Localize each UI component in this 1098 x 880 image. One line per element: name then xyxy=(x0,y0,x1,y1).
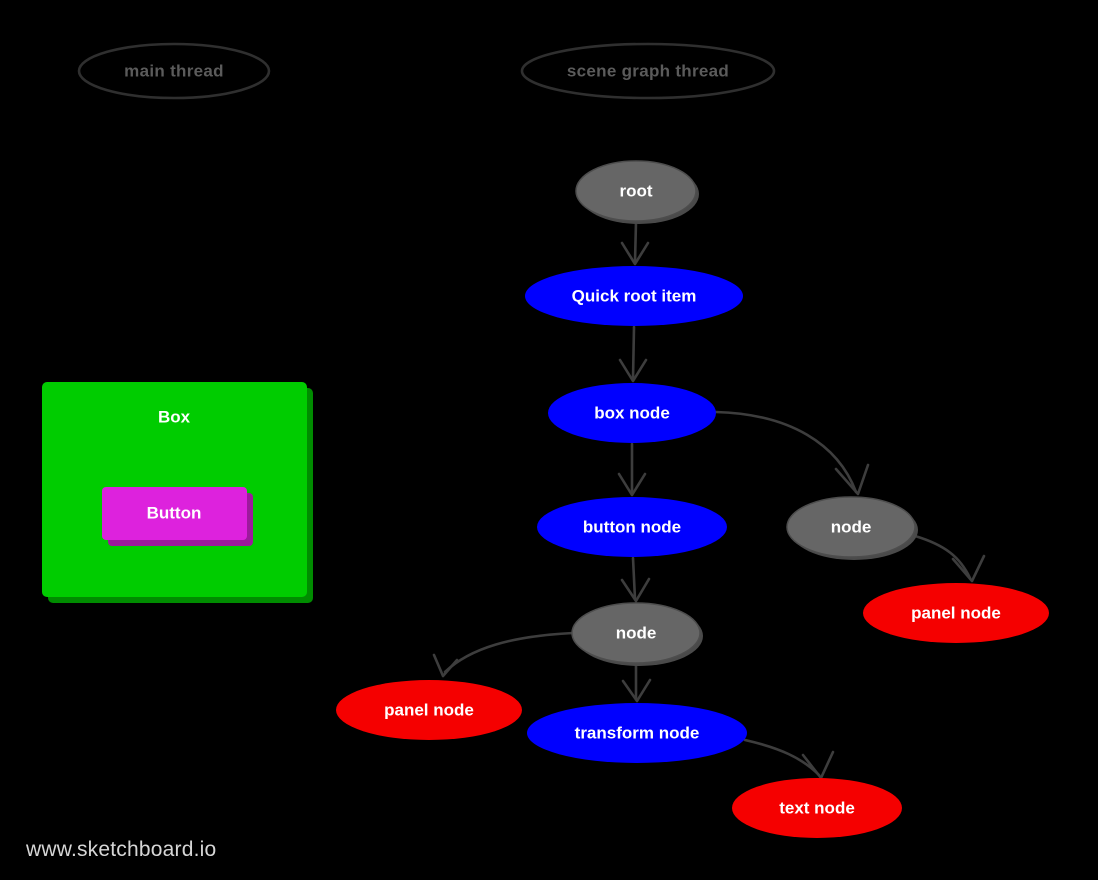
node-text-node-ellipse xyxy=(732,778,902,838)
node-node-right[interactable]: node xyxy=(786,496,918,560)
edge-line xyxy=(631,325,636,381)
node-button-node[interactable]: button node xyxy=(537,497,727,557)
node-button-node-ellipse xyxy=(537,497,727,557)
edge-layer xyxy=(432,220,986,780)
button-rect xyxy=(102,487,247,540)
arrowhead-icon xyxy=(834,463,870,496)
scene-graph-thread-ellipse xyxy=(520,42,776,100)
node-transform-node[interactable]: transform node xyxy=(527,703,747,763)
edge-line xyxy=(631,556,637,601)
edge-node-center-to-transform-node xyxy=(621,662,652,703)
node-root[interactable]: root xyxy=(575,160,699,224)
node-node-center[interactable]: node xyxy=(571,602,703,666)
node-node-right-ellipse xyxy=(786,496,916,558)
edge-box-node-to-button-node xyxy=(617,442,647,497)
arrowhead-icon xyxy=(617,472,647,497)
node-panel-node-left-ellipse xyxy=(336,680,522,740)
edge-line xyxy=(743,738,821,777)
edge-button-node-to-node-center xyxy=(620,556,651,603)
node-panel-node-right-ellipse xyxy=(863,583,1049,643)
arrowhead-icon xyxy=(618,358,648,383)
main-thread-label: main thread xyxy=(124,61,224,80)
edge-line xyxy=(633,220,638,264)
swimlane-scene-graph-thread[interactable]: scene graph thread xyxy=(520,42,776,100)
node-panel-node-right[interactable]: panel node xyxy=(863,583,1049,643)
edge-node-right-to-panel-node-right xyxy=(913,534,986,583)
button-shape[interactable]: Button xyxy=(102,487,253,546)
edge-quick-root-item-to-box-node xyxy=(618,325,648,383)
node-panel-node-left[interactable]: panel node xyxy=(336,680,522,740)
edge-line xyxy=(714,410,858,494)
arrowhead-icon xyxy=(432,653,459,678)
node-transform-node-ellipse xyxy=(527,703,747,763)
node-root-ellipse xyxy=(575,160,697,222)
edge-node-center-to-panel-node-left xyxy=(432,631,575,678)
edge-transform-node-to-text-node xyxy=(743,738,835,780)
arrowhead-icon xyxy=(620,577,651,603)
main-thread-ellipse xyxy=(77,42,271,100)
edge-root-to-quick-root-item xyxy=(620,220,650,266)
arrowhead-icon xyxy=(801,750,835,780)
node-quick-root-item-ellipse xyxy=(525,266,743,326)
node-box-node[interactable]: box node xyxy=(548,383,716,443)
node-node-center-ellipse xyxy=(571,602,701,664)
node-text-node[interactable]: text node xyxy=(732,778,902,838)
arrowhead-icon xyxy=(620,241,650,266)
node-box-node-ellipse xyxy=(548,383,716,443)
arrowhead-icon xyxy=(951,554,986,583)
swimlane-main-thread[interactable]: main thread xyxy=(77,42,271,100)
edge-line xyxy=(443,631,575,674)
scene-graph-thread-label: scene graph thread xyxy=(567,61,729,80)
arrowhead-icon xyxy=(621,678,652,703)
node-quick-root-item[interactable]: Quick root item xyxy=(525,266,743,326)
edge-box-node-to-node-right xyxy=(714,410,870,496)
edge-line xyxy=(913,534,972,580)
watermark-label: www.sketchboard.io xyxy=(25,838,216,861)
